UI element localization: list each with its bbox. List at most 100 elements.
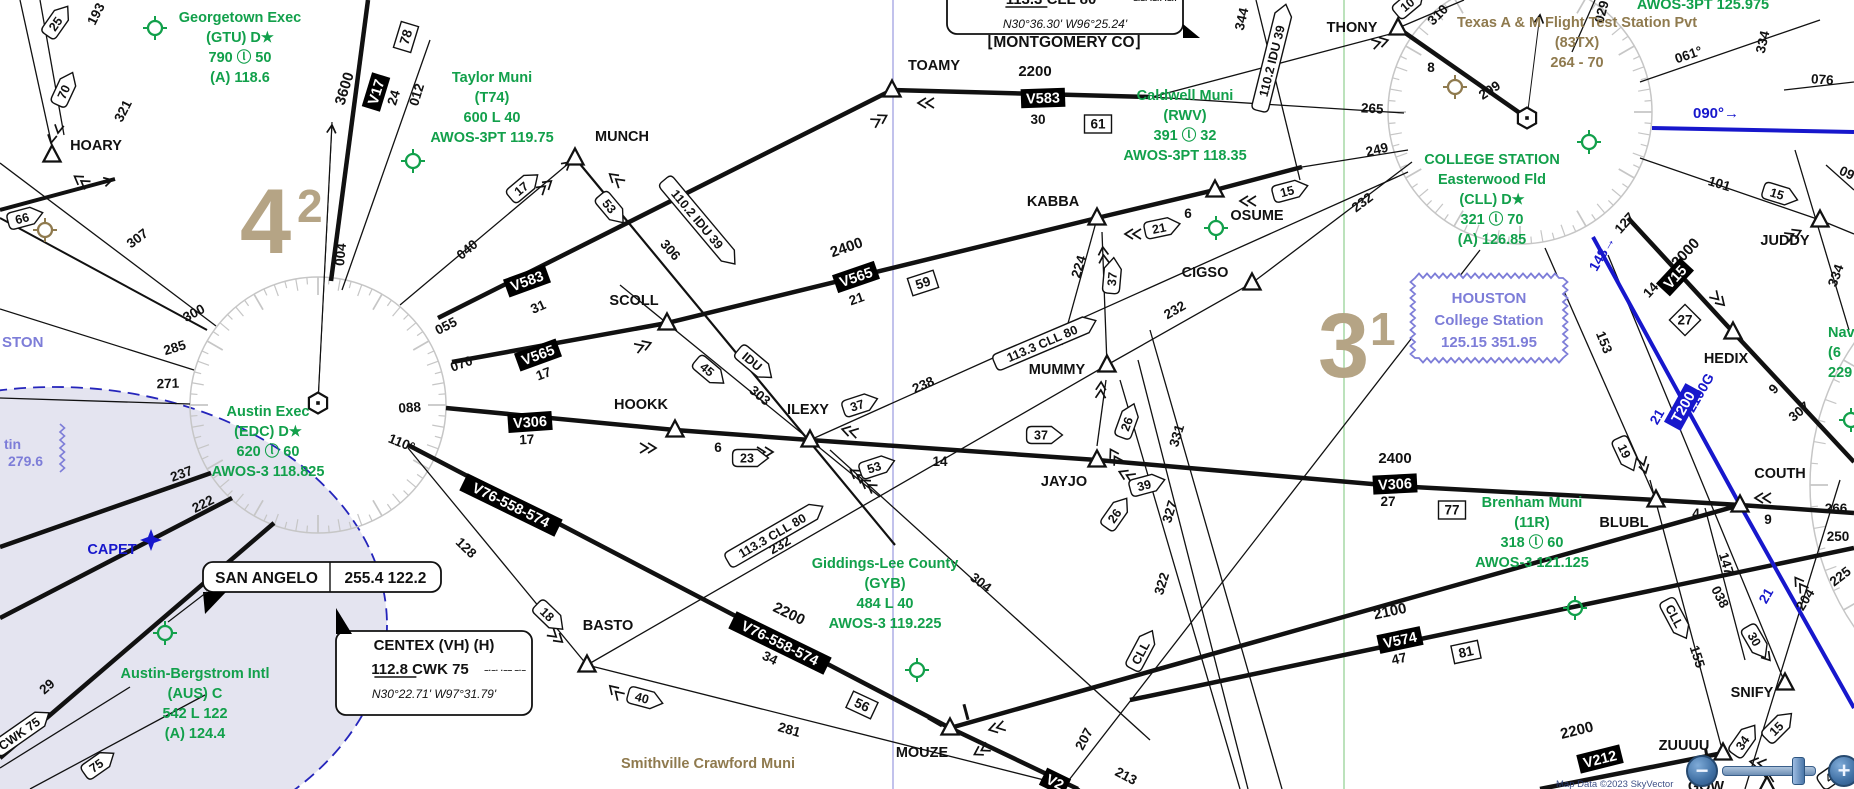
route-arrow-head [1109, 448, 1124, 466]
compass-rose-tick [1485, 232, 1489, 240]
fix-MUMMY[interactable]: MUMMY [1029, 353, 1118, 379]
zoom-out-button[interactable]: − [1686, 755, 1718, 787]
airport-info-line: (A) 118.6 [210, 70, 270, 86]
fix-BLUBL[interactable]: BLUBL [1599, 488, 1667, 532]
radial-label: 249 [1364, 140, 1389, 160]
nav-box-centex-line: CENTEX (VH) (H) [374, 637, 495, 654]
rnav-fix-CAPET[interactable]: CAPET [87, 529, 162, 558]
compass-rose-tick [1640, 143, 1648, 147]
fix-JUDDY[interactable]: JUDDY [1760, 208, 1831, 250]
fix-triangle [1096, 353, 1118, 373]
airport-info-line: (GTU) D★ [206, 30, 275, 46]
fix-CIGSO[interactable]: CIGSO [1182, 265, 1263, 291]
fix-label: SCOLL [609, 293, 658, 309]
route-arrow [535, 180, 553, 196]
flag-text: 25 [46, 14, 65, 33]
fix-SCOLL[interactable]: SCOLL [609, 293, 678, 331]
fix-TOAMY[interactable]: TOAMY [881, 58, 961, 98]
route-arrow-head [1533, 13, 1545, 24]
fix-SNIFY[interactable]: SNIFY [1731, 671, 1796, 702]
fix-MUNCH[interactable]: MUNCH [564, 129, 649, 166]
airport-symbol[interactable] [1563, 596, 1587, 620]
vor-symbol[interactable] [1516, 106, 1538, 130]
compass-rose-tick [1632, 66, 1645, 72]
airport-symbol[interactable] [33, 218, 57, 242]
route-arrow [54, 124, 65, 135]
mileage-box: 77 [1437, 500, 1467, 520]
fix-HEDIX[interactable]: HEDIX [1704, 320, 1749, 368]
radial-label: 101 [1706, 173, 1732, 194]
flag-text: 26 [1118, 415, 1136, 433]
airway-label-box [1376, 626, 1424, 654]
fix-JAYJO[interactable]: JAYJO [1041, 448, 1108, 491]
fix-BASTO[interactable]: BASTO [576, 618, 634, 673]
fix-HOARY[interactable]: HOARY [41, 138, 123, 163]
compass-rose-tick [295, 519, 299, 532]
compass-rose-tick [412, 340, 430, 351]
zoom-in-button[interactable]: + [1828, 755, 1854, 787]
compass-rose-tick [327, 525, 330, 533]
fix-MOUZE[interactable]: MOUZE [896, 716, 961, 762]
compass-rose-tick [1818, 419, 1826, 423]
fix-THONY[interactable]: THONY [1327, 16, 1409, 37]
airport-symbol[interactable] [143, 16, 167, 40]
compass-rose-tick [194, 371, 202, 375]
fix-label: BASTO [583, 618, 634, 634]
airport-symbol[interactable] [153, 621, 177, 645]
zoom-slider-handle[interactable] [1792, 757, 1805, 785]
fix-label: MUNCH [595, 129, 649, 145]
airway-label-box [361, 72, 391, 112]
flag-text: 40 [633, 690, 650, 707]
fix-COUTH[interactable]: COUTH [1729, 466, 1806, 513]
vor-symbol[interactable] [307, 391, 329, 415]
zoom-slider[interactable] [1722, 766, 1816, 776]
airport-symbol[interactable] [1839, 408, 1854, 432]
radial-label: 17 [519, 432, 535, 448]
airway-line [1096, 379, 1107, 447]
class-c-airspace [0, 386, 388, 789]
fix-ILEXY[interactable]: ILEXY [787, 402, 829, 448]
flag-text: 110.2 IDU 39 [1257, 24, 1288, 98]
airway-line [1651, 126, 1854, 134]
mileage-box: 56 [845, 690, 879, 720]
flag-text: 75 [87, 756, 106, 775]
airway-label-V212: V212 [1576, 744, 1624, 774]
airway-label-text: V574 [1382, 630, 1418, 653]
radial-label: 237 [168, 463, 194, 485]
airport-symbol[interactable] [1204, 216, 1228, 240]
compass-rose-tick [273, 513, 279, 526]
compass-rose-tick [1530, 236, 1533, 244]
flag-outline [505, 174, 539, 204]
fix-KABBA[interactable]: KABBA [1027, 194, 1108, 226]
fix-ZUUUU[interactable]: ZUUUU [1659, 738, 1734, 761]
radial-label: 331 [1166, 422, 1187, 448]
compass-rose-tick [1640, 77, 1648, 81]
distance-flag: CLL [1125, 629, 1156, 673]
airport-info-line: (A) 126.85 [1458, 232, 1527, 248]
route-arrow [860, 479, 878, 494]
radial-label: 31 [528, 297, 548, 317]
flag-text: 66 [14, 210, 31, 227]
compass-rose-tick [306, 525, 309, 533]
airway-label-box [459, 473, 563, 537]
compass-rose-tick [1463, 225, 1468, 232]
airport-symbol[interactable] [1443, 75, 1467, 99]
compass-rose-tick [406, 322, 417, 331]
airport-symbol[interactable] [905, 658, 929, 682]
compass-rose-tick [1810, 462, 1818, 465]
nav-box-montgomery-morse: –·–· ·–·· ·–·· [1133, 0, 1177, 5]
airport-symbol[interactable] [401, 149, 425, 173]
fix-HOOKK[interactable]: HOOKK [614, 397, 686, 438]
compass-rose-tick [1388, 99, 1396, 102]
airway-line [1301, 149, 1409, 168]
mileage-box: 81 [1450, 639, 1482, 665]
route-arrow-head [860, 479, 878, 494]
fss-partial-zigzag [58, 423, 66, 473]
route-arrow-head [54, 124, 65, 135]
compass-rose-tick [1389, 88, 1402, 92]
airport-symbol[interactable] [1577, 130, 1601, 154]
airway-label-text: V583 [1026, 90, 1060, 107]
fix-OSUME[interactable]: OSUME [1204, 178, 1284, 225]
